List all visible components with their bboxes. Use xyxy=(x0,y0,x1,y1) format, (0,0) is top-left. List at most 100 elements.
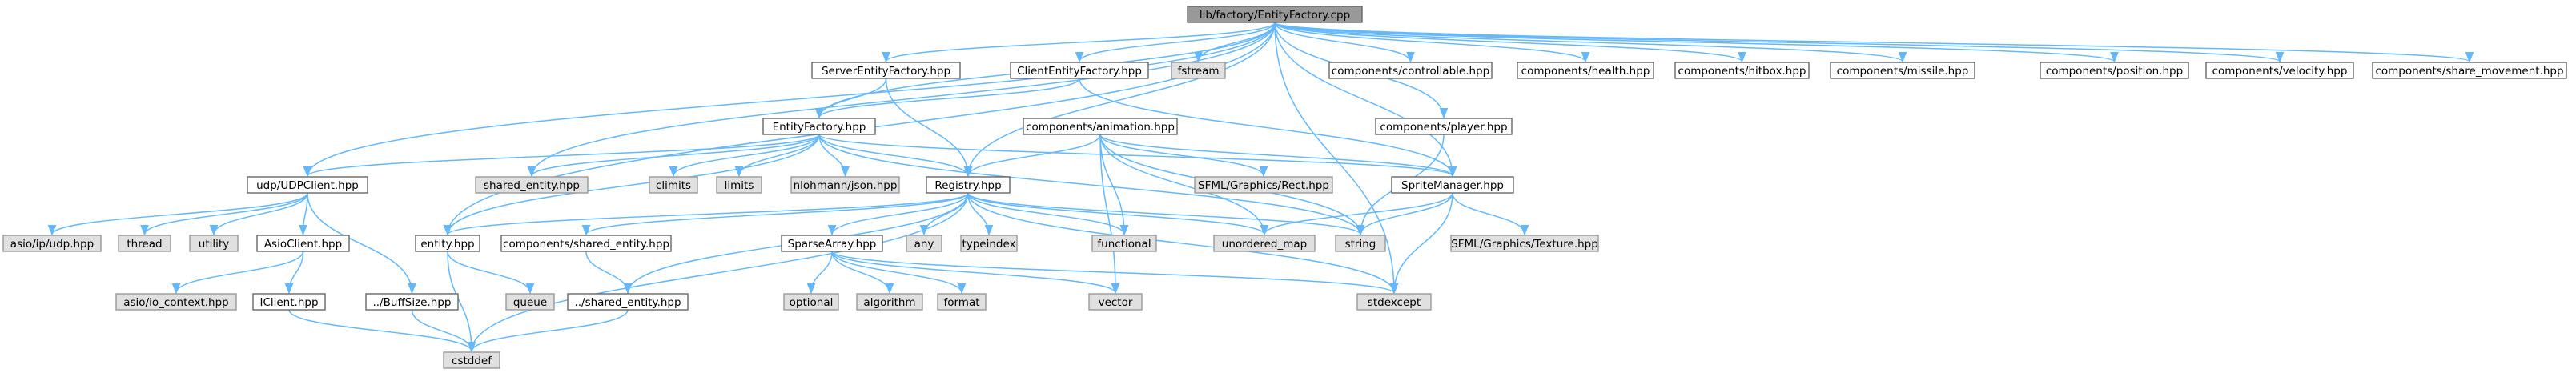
edge-entity-factory-to-registry xyxy=(818,134,973,178)
node-c-health[interactable]: components/health.hpp xyxy=(1517,62,1654,79)
edge-main-to-registry xyxy=(963,22,1276,178)
node-c-share-movement[interactable]: components/share_movement.hpp xyxy=(2372,62,2567,79)
node-label: unordered_map xyxy=(1222,238,1307,251)
node-label: shared_entity.hpp xyxy=(484,179,580,192)
node-label: any xyxy=(914,238,934,251)
node-entity-factory[interactable]: EntityFactory.hpp xyxy=(762,118,876,135)
node-buff-size[interactable]: ../BuffSize.hpp xyxy=(365,293,459,311)
node-box xyxy=(247,176,368,194)
edge-entity-factory-to-climits xyxy=(669,134,820,178)
node-label: components/position.hpp xyxy=(2046,65,2183,78)
node-server-ef[interactable]: ServerEntityFactory.hpp xyxy=(811,62,961,79)
node-up-shared-entity[interactable]: ../shared_entity.hpp xyxy=(567,293,689,311)
node-box xyxy=(1171,62,1226,79)
edge-entity-factory-to-udp-client xyxy=(303,134,820,178)
edge-registry-to-sparse-array xyxy=(827,192,969,236)
node-iclient[interactable]: IClient.hpp xyxy=(252,293,326,311)
node-registry[interactable]: Registry.hpp xyxy=(926,176,1011,194)
node-label: climits xyxy=(656,179,691,192)
node-label: lib/factory/EntityFactory.cpp xyxy=(1200,9,1350,22)
node-box xyxy=(505,293,555,311)
edge-entity-factory-to-entity xyxy=(443,134,820,236)
edge-registry-to-entity xyxy=(443,192,969,236)
node-stdexcept: stdexcept xyxy=(1356,293,1432,311)
node-c-player[interactable]: components/player.hpp xyxy=(1375,118,1513,135)
edge-entity-factory-to-limits xyxy=(734,134,820,178)
node-box xyxy=(762,118,876,135)
node-label: nlohmann/json.hpp xyxy=(794,179,898,192)
node-sprite-manager[interactable]: SpriteManager.hpp xyxy=(1391,176,1514,194)
node-box xyxy=(1088,293,1143,311)
node-box xyxy=(1213,235,1316,252)
node-asio-udp: asio/ip/udp.hpp xyxy=(2,235,102,252)
node-label: asio/ip/udp.hpp xyxy=(10,238,94,251)
node-entity[interactable]: entity.hpp xyxy=(415,235,480,252)
edge-asio-client-to-iclient xyxy=(284,251,304,295)
edge-main-to-server-ef xyxy=(882,22,1276,63)
edge-entity-factory-to-shared-entity xyxy=(527,134,820,178)
edge-main-to-c-controllable xyxy=(1274,22,1415,63)
node-label: components/shared_entity.hpp xyxy=(503,238,669,251)
edge-c-animation-to-unordered-map xyxy=(1099,134,1269,236)
edge-main-to-c-missile xyxy=(1274,22,1907,63)
node-box xyxy=(2372,62,2567,79)
node-box xyxy=(1194,176,1333,194)
node-box xyxy=(926,176,1011,194)
node-label: ClientEntityFactory.hpp xyxy=(1017,65,1142,78)
node-shared-entity: shared_entity.hpp xyxy=(475,176,589,194)
node-sfml-texture: SFML/Graphics/Texture.hpp xyxy=(1450,235,1599,252)
node-box xyxy=(443,351,500,369)
node-box xyxy=(252,293,326,311)
node-label: SpriteManager.hpp xyxy=(1401,179,1504,192)
node-box xyxy=(937,293,987,311)
edge-registry-to-cstddef xyxy=(467,192,969,353)
node-udp-client[interactable]: udp/UDPClient.hpp xyxy=(247,176,368,194)
node-asio-io-context: asio/io_context.hpp xyxy=(115,293,237,311)
node-label: components/player.hpp xyxy=(1380,121,1507,134)
node-box xyxy=(649,176,698,194)
node-main[interactable]: lib/factory/EntityFactory.cpp xyxy=(1187,6,1363,23)
node-c-shared-entity[interactable]: components/shared_entity.hpp xyxy=(500,235,672,252)
node-client-ef[interactable]: ClientEntityFactory.hpp xyxy=(1010,62,1149,79)
node-c-animation[interactable]: components/animation.hpp xyxy=(1023,118,1178,135)
edge-udp-client-to-utility xyxy=(209,192,308,236)
edge-client-ef-to-sprite-manager xyxy=(1079,78,1457,178)
edge-c-animation-to-sprite-manager xyxy=(1099,134,1457,178)
node-label: SparseArray.hpp xyxy=(788,238,877,251)
node-sparse-array[interactable]: SparseArray.hpp xyxy=(781,235,883,252)
edge-sparse-array-to-vector xyxy=(831,251,1120,295)
node-box xyxy=(856,293,923,311)
edge-asio-client-to-asio-io-context xyxy=(171,251,304,295)
node-box xyxy=(1391,176,1514,194)
node-string: string xyxy=(1335,235,1386,252)
node-layer: lib/factory/EntityFactory.cppServerEntit… xyxy=(2,6,2567,369)
edge-main-to-c-velocity xyxy=(1274,22,2284,63)
node-label: components/velocity.hpp xyxy=(2212,65,2348,78)
node-box xyxy=(1091,235,1157,252)
edge-sparse-array-to-format xyxy=(831,251,967,295)
node-box xyxy=(567,293,689,311)
node-nlohmann: nlohmann/json.hpp xyxy=(790,176,900,194)
node-c-hitbox[interactable]: components/hitbox.hpp xyxy=(1674,62,1810,79)
node-label: format xyxy=(943,296,979,309)
edge-c-animation-to-registry xyxy=(963,134,1101,178)
node-c-position[interactable]: components/position.hpp xyxy=(2040,62,2189,79)
node-asio-client[interactable]: AsioClient.hpp xyxy=(256,235,350,252)
node-label: stdexcept xyxy=(1368,296,1421,309)
node-vector: vector xyxy=(1088,293,1143,311)
node-c-velocity[interactable]: components/velocity.hpp xyxy=(2205,62,2354,79)
node-c-controllable[interactable]: components/controllable.hpp xyxy=(1328,62,1493,79)
node-label: utility xyxy=(199,238,229,251)
node-box xyxy=(1010,62,1149,79)
node-c-missile[interactable]: components/missile.hpp xyxy=(1830,62,1975,79)
node-box xyxy=(365,293,459,311)
edge-sprite-manager-to-string xyxy=(1356,192,1453,236)
node-label: components/hitbox.hpp xyxy=(1678,65,1806,78)
edge-main-to-shared-entity xyxy=(527,22,1276,178)
edge-entity-to-cstddef xyxy=(447,251,476,353)
node-queue: queue xyxy=(505,293,555,311)
node-label: fstream xyxy=(1177,65,1219,78)
node-box xyxy=(960,235,1018,252)
node-label: limits xyxy=(725,179,754,192)
node-box xyxy=(1830,62,1975,79)
